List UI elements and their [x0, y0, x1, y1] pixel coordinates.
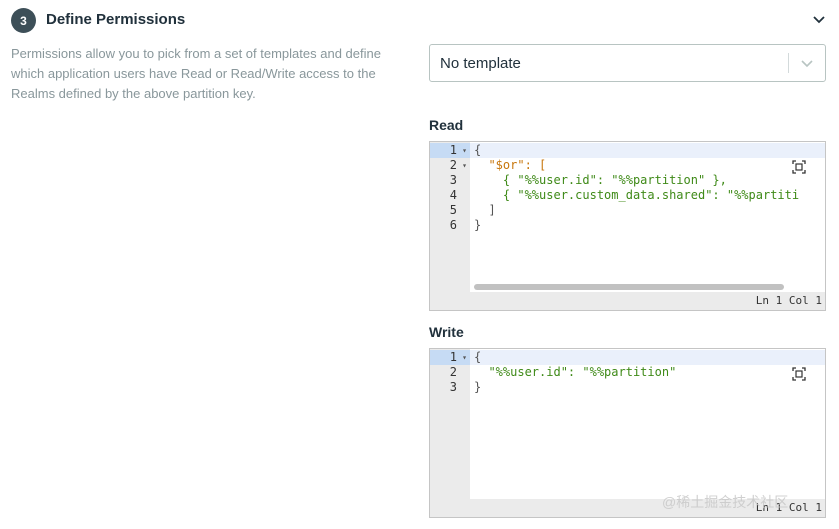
read-code-editor[interactable]: 1▾ 2▾ 3 4 5 6 { "$or": [ { "%%user.id": … — [429, 141, 826, 311]
active-line-highlight — [470, 143, 825, 158]
chevron-down-icon[interactable] — [812, 12, 826, 26]
read-label: Read — [429, 117, 464, 133]
code-line: "%%user.id": "%%partition" — [474, 365, 677, 379]
line-number: 2▾ — [449, 158, 467, 172]
write-label: Write — [429, 324, 464, 340]
read-editor-gutter: 1▾ 2▾ 3 4 5 6 — [430, 142, 470, 310]
horizontal-scrollbar[interactable] — [474, 284, 784, 290]
watermark: @稀土掘金技术社区 — [662, 494, 789, 510]
write-code-editor[interactable]: 1▾ 2 3 { "%%user.id": "%%partition" } Ln… — [429, 348, 826, 518]
template-select[interactable]: No template — [429, 44, 826, 82]
code-line: ] — [474, 203, 496, 217]
fold-icon[interactable]: ▾ — [462, 161, 467, 170]
code-line: "$or": [ — [474, 158, 547, 172]
active-line-highlight — [470, 350, 825, 365]
step-number-badge: 3 — [11, 8, 36, 33]
line-number: 4 — [449, 188, 457, 202]
line-number: 3 — [449, 173, 457, 187]
code-line: { "%%user.id": "%%partition" }, — [474, 173, 727, 187]
write-editor-gutter: 1▾ 2 3 — [430, 349, 470, 517]
line-number: 6 — [449, 218, 457, 232]
chevron-down-icon[interactable] — [800, 56, 814, 70]
read-editor-statusbar: Ln 1 Col 1 — [470, 292, 825, 310]
line-number: 2 — [449, 365, 457, 379]
write-editor-statusbar: Ln 1 Col 1 — [470, 499, 825, 517]
select-divider — [788, 53, 789, 73]
line-number: 3 — [449, 380, 457, 394]
code-line: { "%%user.custom_data.shared": "%%partit… — [474, 188, 800, 202]
fold-icon[interactable]: ▾ — [462, 353, 467, 362]
code-line: } — [474, 218, 482, 232]
cursor-position: Ln 1 Col 1 — [755, 501, 822, 514]
code-line: { — [474, 350, 482, 364]
line-number: 5 — [449, 203, 457, 217]
fold-icon[interactable]: ▾ — [462, 146, 467, 155]
line-number: 1▾ — [430, 143, 470, 158]
line-number: 1▾ — [430, 350, 470, 365]
template-select-value: No template — [440, 55, 521, 72]
permissions-description: Permissions allow you to pick from a set… — [11, 46, 381, 101]
section-title: Define Permissions — [46, 11, 186, 28]
fullscreen-icon[interactable] — [792, 367, 806, 381]
fullscreen-icon[interactable] — [792, 160, 806, 174]
code-line: { — [474, 143, 482, 157]
cursor-position: Ln 1 Col 1 — [755, 294, 822, 307]
code-line: } — [474, 380, 482, 394]
